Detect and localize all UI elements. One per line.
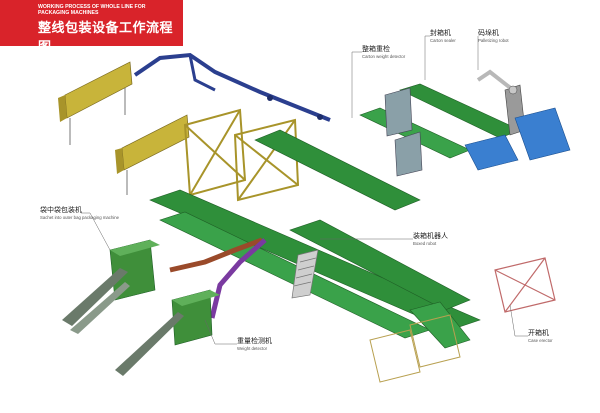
label-weight-detector: 重量检测机 Weight detector	[237, 338, 272, 351]
carton-weight-detector-en: Carton weight detector	[362, 54, 406, 59]
carton-weight-detector-zh: 整箱重检	[362, 46, 390, 53]
label-sachet-packaging: 袋中袋包装机 Sachet into outer bag packaging m…	[40, 207, 119, 220]
leader-lines	[81, 35, 528, 345]
carton-sealer-stations	[384, 87, 423, 177]
weight-detector-zh: 重量检测机	[237, 338, 272, 345]
label-case-erector: 开箱机 Case erector	[528, 330, 553, 343]
label-palletizing-robot: 码垛机 Palletizing robot	[478, 30, 509, 43]
carton-sealer-zh: 封箱机	[430, 30, 451, 37]
case-erector-zh: 开箱机	[528, 330, 549, 337]
weight-detector-machine	[115, 289, 220, 376]
overhead-chute	[133, 52, 331, 122]
label-carton-weight-detector: 整箱重检 Carton weight detector	[362, 46, 405, 59]
carton-magazines	[369, 314, 461, 383]
chinese-title: 整线包装设备工作流程图	[38, 20, 174, 54]
english-title: WORKING PROCESS OF WHOLE LINE FOR PACKAG…	[38, 4, 146, 16]
label-boxed-robot: 装箱机器人 Boxed robot	[413, 233, 448, 246]
hopper-feeder-right	[115, 114, 190, 195]
boxed-robot-zh: 装箱机器人	[413, 233, 448, 240]
title-banner: WORKING PROCESS OF WHOLE LINE FOR PACKAG…	[0, 0, 183, 54]
weight-detector-en: Weight detector	[237, 346, 268, 351]
palletizing-robot-en: Palletizing robot	[478, 38, 509, 43]
hopper-feeder-left	[58, 61, 133, 145]
case-erector-machine	[494, 257, 556, 313]
pallet-stacks	[464, 107, 571, 171]
boxed-robot-en: Boxed robot	[413, 241, 437, 246]
transfer-ducts	[169, 237, 267, 319]
access-stairs	[291, 249, 319, 299]
carton-sealer-en: Carton sealer	[430, 38, 456, 43]
sachet-packaging-machine	[62, 239, 160, 334]
sachet-packaging-en: Sachet into outer bag packaging machine	[40, 215, 120, 220]
palletizing-robot-zh: 码垛机	[478, 30, 499, 37]
case-erector-en: Case erector	[528, 338, 553, 343]
sachet-packaging-zh: 袋中袋包装机	[40, 207, 82, 214]
label-carton-sealer: 封箱机 Carton sealer	[430, 30, 456, 43]
gantry-frames	[183, 108, 300, 202]
